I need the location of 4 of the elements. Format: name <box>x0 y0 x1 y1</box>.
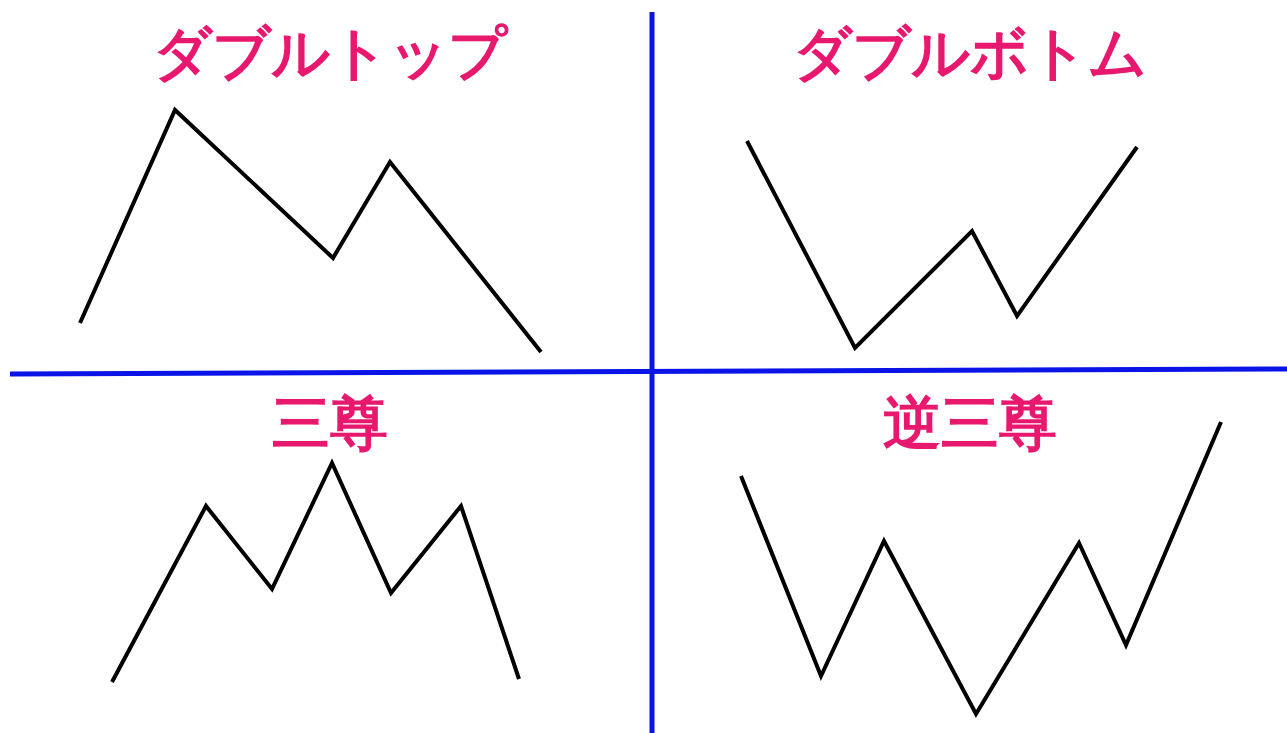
pattern-title: ダブルトップ <box>153 18 507 88</box>
pattern-title: 逆三尊 <box>883 388 1057 458</box>
pattern-title: ダブルボトム <box>793 18 1147 88</box>
pattern-title: 三尊 <box>272 388 388 458</box>
